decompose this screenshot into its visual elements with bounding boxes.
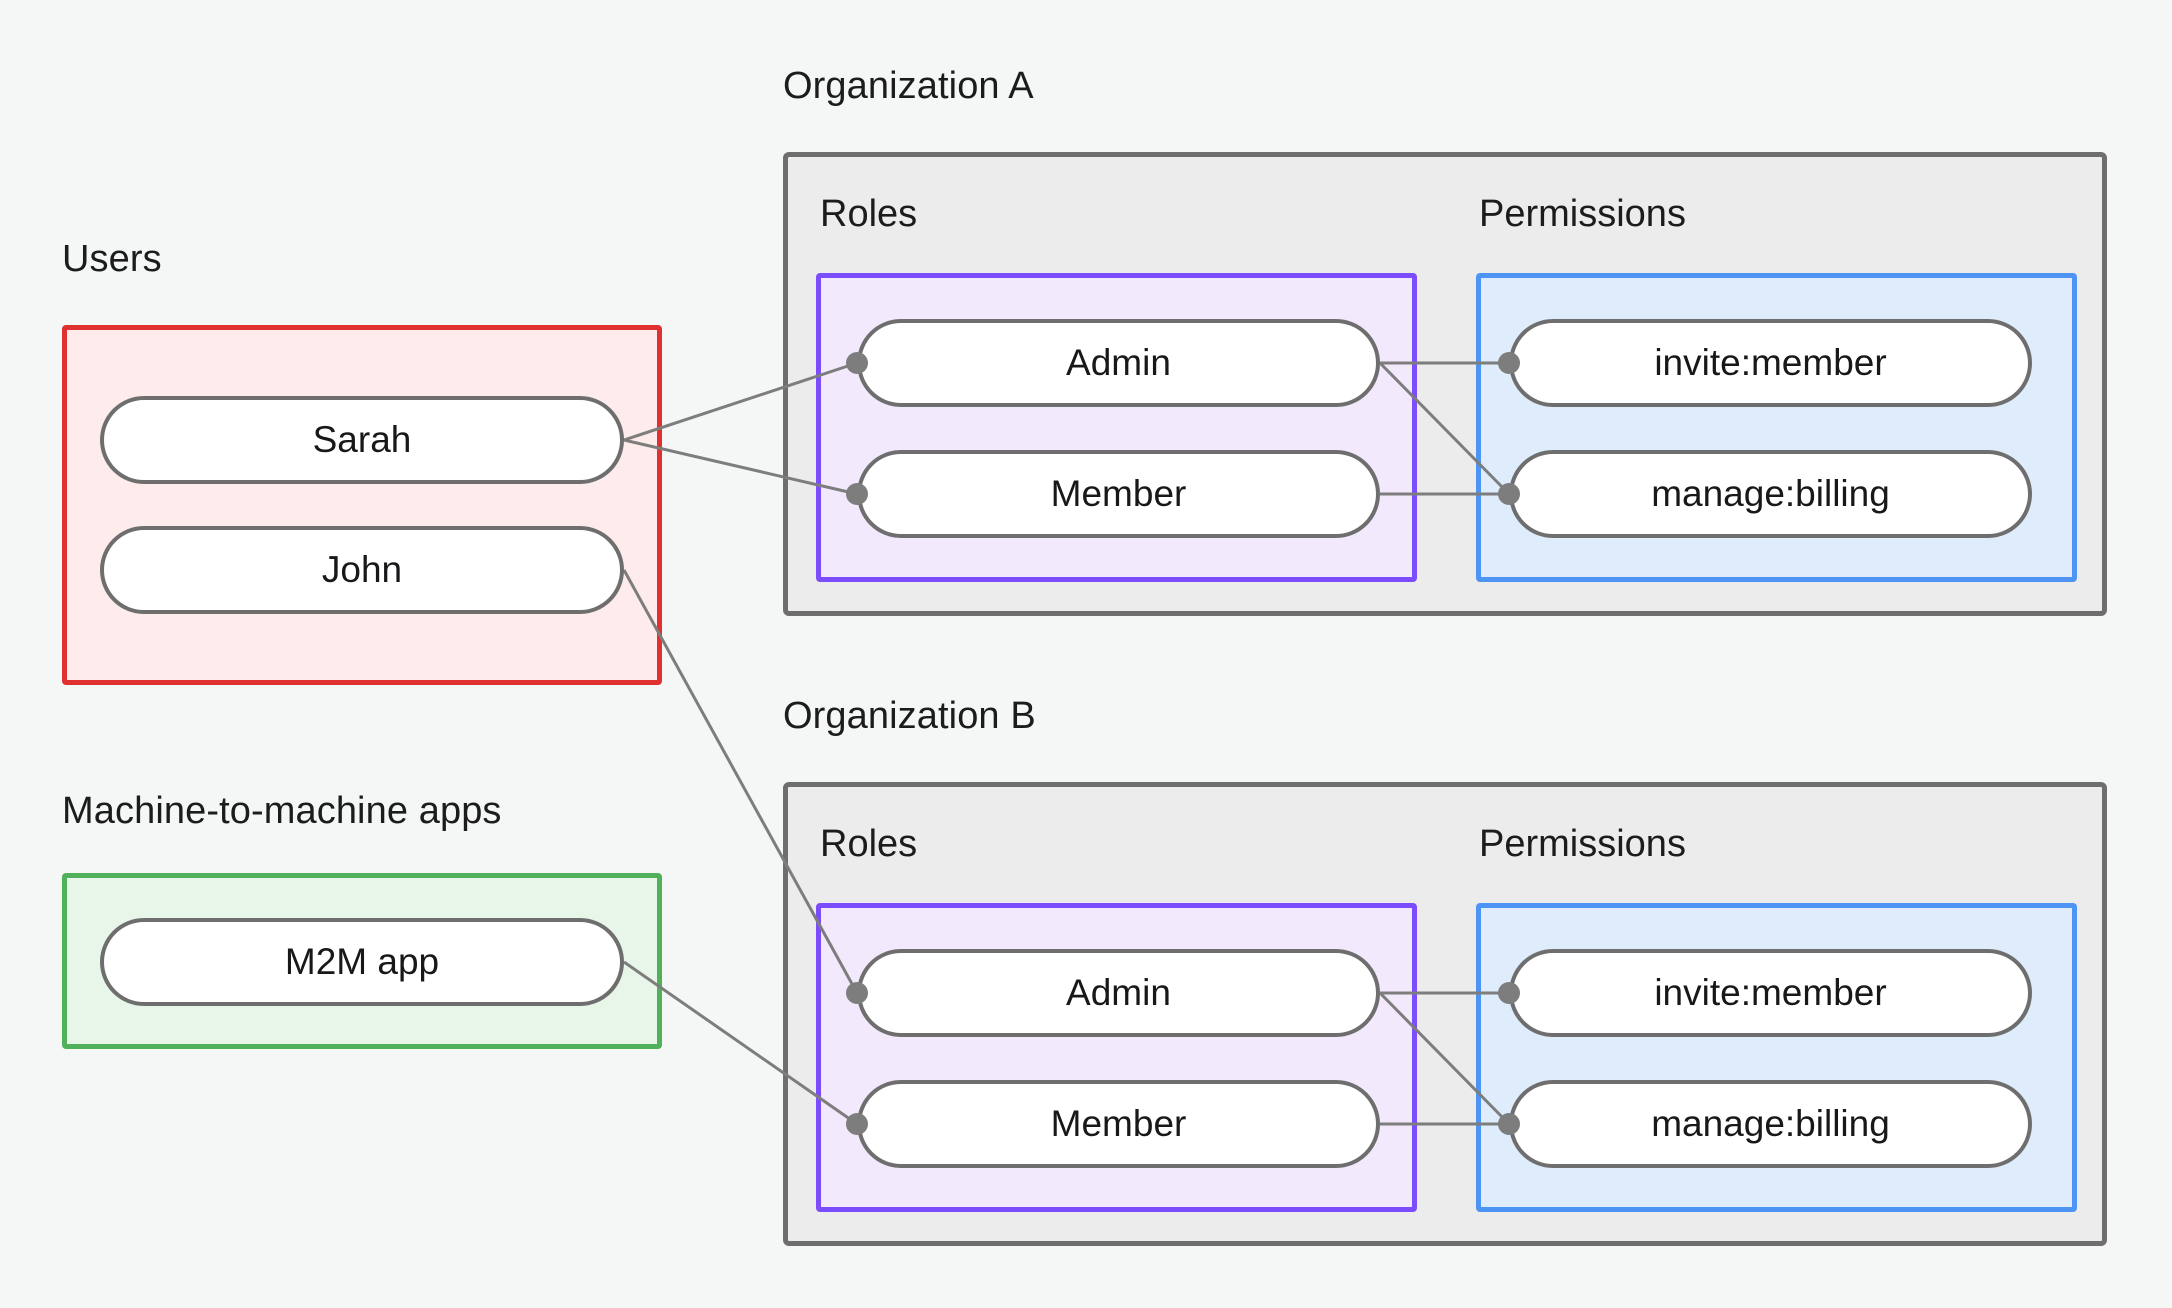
user-node-sarah[interactable]: Sarah [100, 396, 624, 484]
org-a-caption: Organization A [783, 65, 1034, 107]
endpoint-dot-org-a-admin-in [846, 352, 868, 374]
org-b-role-admin[interactable]: Admin [857, 949, 1380, 1037]
org-a-role-member[interactable]: Member [857, 450, 1380, 538]
users-group-box [62, 325, 662, 685]
endpoint-dot-org-b-billing-in [1498, 1113, 1520, 1135]
endpoint-dot-org-b-member-in [846, 1113, 868, 1135]
endpoint-dot-org-a-invite-in [1498, 352, 1520, 374]
m2m-node-app[interactable]: M2M app [100, 918, 624, 1006]
org-b-permissions-label: Permissions [1479, 823, 1686, 865]
m2m-caption: Machine-to-machine apps [62, 790, 502, 832]
org-a-role-admin[interactable]: Admin [857, 319, 1380, 407]
org-a-roles-label: Roles [820, 193, 918, 235]
org-b-permission-invite-member[interactable]: invite:member [1509, 949, 2032, 1037]
org-b-roles-label: Roles [820, 823, 918, 865]
org-a-permissions-label: Permissions [1479, 193, 1686, 235]
org-a-permission-invite-member[interactable]: invite:member [1509, 319, 2032, 407]
org-a-permission-manage-billing[interactable]: manage:billing [1509, 450, 2032, 538]
endpoint-dot-org-b-admin-in [846, 982, 868, 1004]
org-b-role-member[interactable]: Member [857, 1080, 1380, 1168]
user-node-john[interactable]: John [100, 526, 624, 614]
org-b-permission-manage-billing[interactable]: manage:billing [1509, 1080, 2032, 1168]
users-caption: Users [62, 238, 162, 280]
endpoint-dot-org-b-invite-in [1498, 982, 1520, 1004]
endpoint-dot-org-a-billing-in [1498, 483, 1520, 505]
org-b-caption: Organization B [783, 695, 1036, 737]
endpoint-dot-org-a-member-in [846, 483, 868, 505]
